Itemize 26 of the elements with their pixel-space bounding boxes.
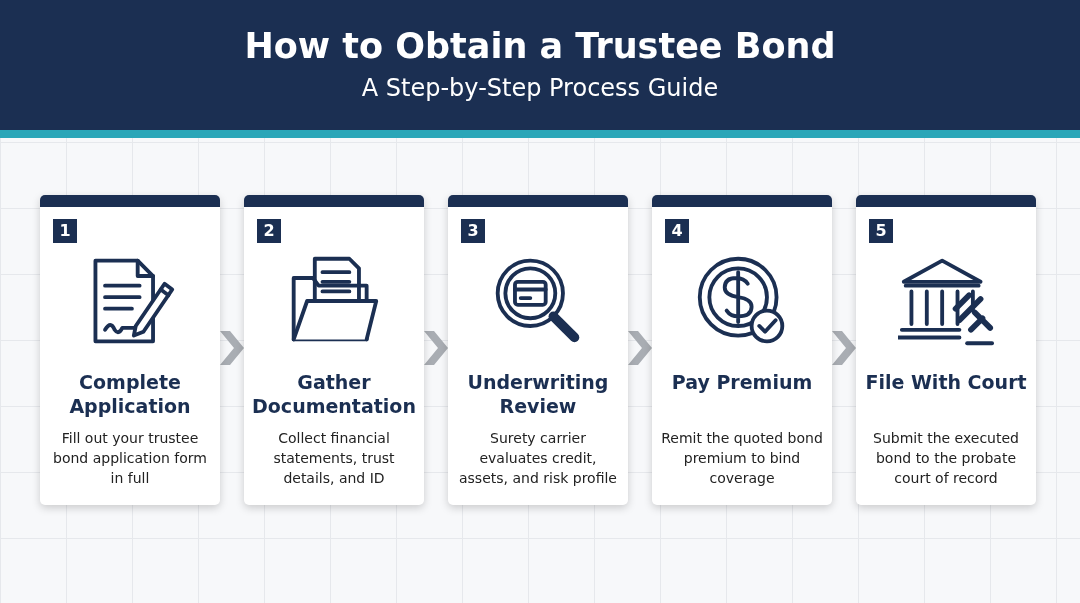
step-card [244, 195, 424, 505]
step-description: Surety carrier evaluates credit, assets, and risk profile [458, 429, 618, 488]
step-title: Pay Premium [670, 370, 814, 394]
step-number: 5 [869, 219, 893, 243]
chevron-arrow [424, 331, 448, 365]
chevron-arrow [628, 331, 652, 365]
step-card [448, 195, 628, 505]
step-number: 3 [461, 219, 485, 243]
step-title: Underwriting Review [466, 370, 610, 418]
step-title: File With Court [864, 370, 1028, 394]
step-card [856, 195, 1036, 505]
chevron-arrow [832, 331, 856, 365]
step-description: Submit the executed bond to the probate court of record [872, 429, 1020, 488]
step-title: Gather Documentation [251, 370, 417, 418]
step-number: 2 [257, 219, 281, 243]
subtitle: A Step-by-Step Process Guide [360, 74, 720, 102]
title: How to Obtain a Trustee Bond [243, 26, 837, 66]
step-number: 1 [53, 219, 77, 243]
step-description: Remit the quoted bond premium to bind coverage [660, 429, 824, 488]
step-number: 4 [665, 219, 689, 243]
step-card [40, 195, 220, 505]
chevron-arrow [220, 331, 244, 365]
step-card [652, 195, 832, 505]
step-description: Fill out your trustee bond application form in full [52, 429, 208, 488]
step-description: Collect financial statements, trust details, and ID [272, 429, 396, 488]
step-title: Complete Application [68, 370, 192, 418]
